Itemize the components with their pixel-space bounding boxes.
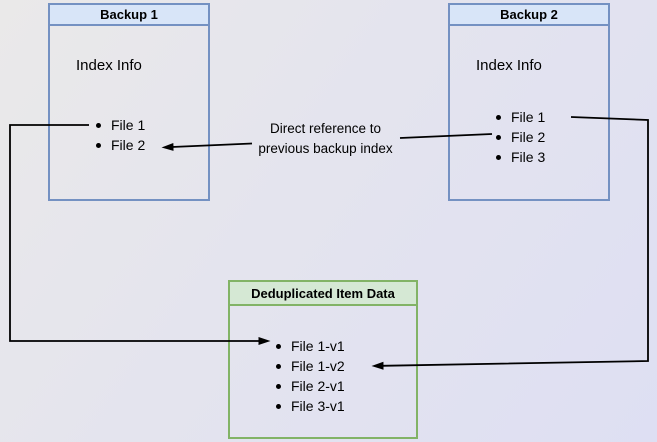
bullet-icon	[496, 134, 501, 140]
backup2-title: Backup 2	[450, 5, 608, 26]
backup2-file-list: File 1 File 2 File 3	[496, 107, 545, 167]
backup2-node: Backup 2 Index Info File 1 File 2 File 3	[448, 3, 610, 201]
list-item: File 3	[496, 147, 545, 167]
bullet-icon	[496, 154, 501, 160]
bullet-icon	[276, 363, 281, 369]
direct-reference-label: Direct reference to previous backup inde…	[258, 121, 393, 156]
list-item: File 1-v1	[276, 336, 345, 356]
list-item: File 2-v1	[276, 376, 345, 396]
dedup-file-list: File 1-v1 File 1-v2 File 2-v1 File 3-v1	[276, 336, 345, 416]
backup1-subtitle: Index Info	[76, 57, 142, 74]
backup2-subtitle: Index Info	[476, 57, 542, 74]
bullet-icon	[96, 122, 101, 128]
list-item: File 1	[496, 107, 545, 127]
dedup-node: Deduplicated Item Data File 1-v1 File 1-…	[228, 280, 418, 439]
backup1-file-list: File 1 File 2	[96, 115, 145, 155]
backup1-node: Backup 1 Index Info File 1 File 2	[48, 3, 210, 201]
list-item: File 1	[96, 115, 145, 135]
list-item: File 2	[496, 127, 545, 147]
bullet-icon	[496, 114, 501, 120]
bullet-icon	[276, 403, 281, 409]
list-item: File 2	[96, 135, 145, 155]
list-item: File 3-v1	[276, 396, 345, 416]
list-item: File 1-v2	[276, 356, 345, 376]
backup1-title: Backup 1	[50, 5, 208, 26]
bullet-icon	[276, 383, 281, 389]
bullet-icon	[276, 343, 281, 349]
bullet-icon	[96, 142, 101, 148]
dedup-title: Deduplicated Item Data	[230, 282, 416, 306]
